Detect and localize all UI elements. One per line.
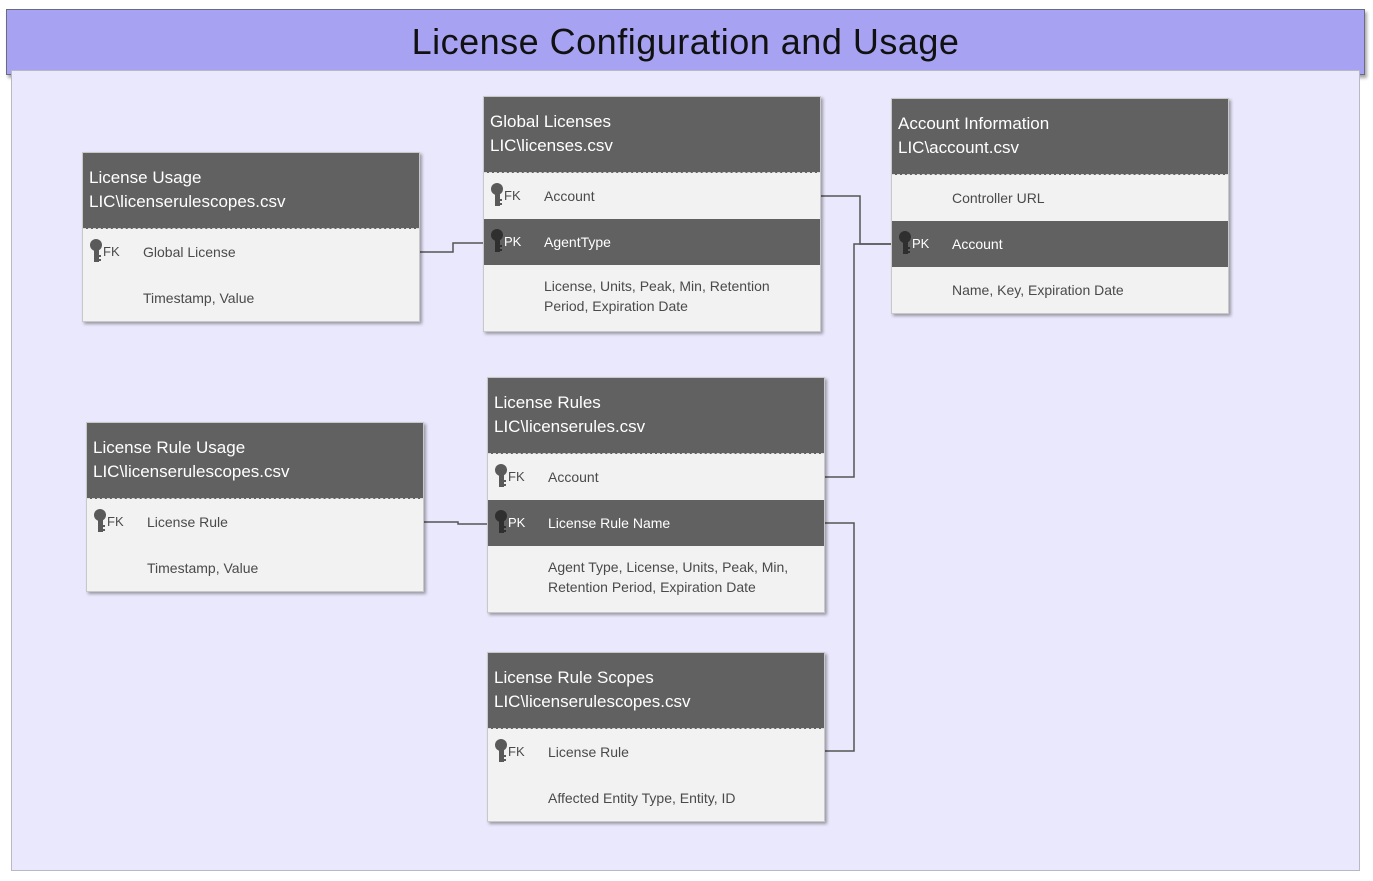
- entity-license-rule-usage[interactable]: License Rule Usage LIC\licenserulescopes…: [86, 422, 424, 592]
- field-label: License Rule: [548, 744, 629, 760]
- entity-license-usage[interactable]: License Usage LIC\licenserulescopes.csv …: [82, 152, 420, 322]
- key-icon: [495, 464, 507, 487]
- field-label: Name, Key, Expiration Date: [952, 282, 1124, 298]
- key-label: FK: [508, 469, 525, 484]
- entity-name: Global Licenses: [490, 112, 611, 131]
- entity-row-primary-key: PK Account: [892, 221, 1228, 267]
- entity-name: License Usage: [89, 168, 202, 187]
- key-label: FK: [103, 244, 120, 259]
- key-icon: [495, 510, 507, 533]
- connector-ruleusage-to-rules: [424, 521, 488, 525]
- key-icon: [491, 229, 503, 252]
- entity-row: Affected Entity Type, Entity, ID: [488, 775, 824, 821]
- connector-rules-to-account: [824, 243, 892, 478]
- entity-row-primary-key: PK AgentType: [484, 219, 820, 265]
- entity-header: License Usage LIC\licenserulescopes.csv: [83, 153, 419, 229]
- field-label: Timestamp, Value: [147, 560, 259, 576]
- entity-row: Timestamp, Value: [87, 545, 423, 591]
- key-label: PK: [912, 236, 930, 251]
- field-label: License Rule: [147, 514, 228, 530]
- key-label: FK: [504, 188, 521, 203]
- connector-scopes-to-rules: [824, 522, 855, 752]
- diagram-title-bar: License Configuration and Usage: [6, 9, 1365, 75]
- entity-name: License Rule Scopes: [494, 668, 654, 687]
- entity-row: FK Account: [488, 454, 824, 500]
- entity-file: LIC\account.csv: [898, 138, 1019, 157]
- entity-file: LIC\licenses.csv: [490, 136, 613, 155]
- field-label: Account: [544, 188, 595, 204]
- entity-file: LIC\licenserulescopes.csv: [494, 692, 691, 711]
- entity-account-information[interactable]: Account Information LIC\account.csv Cont…: [891, 98, 1229, 314]
- entity-license-rules[interactable]: License Rules LIC\licenserules.csv FK Ac…: [487, 377, 825, 613]
- entity-row: Name, Key, Expiration Date: [892, 267, 1228, 313]
- diagram-title: License Configuration and Usage: [411, 21, 960, 62]
- field-label: Timestamp, Value: [143, 290, 255, 306]
- entity-header: License Rule Usage LIC\licenserulescopes…: [87, 423, 423, 499]
- field-label: AgentType: [544, 234, 611, 250]
- entity-row: FK Account: [484, 173, 820, 219]
- entity-name: License Rule Usage: [93, 438, 246, 457]
- entity-header: Global Licenses LIC\licenses.csv: [484, 97, 820, 173]
- entity-row-primary-key: PK License Rule Name: [488, 500, 824, 546]
- key-icon: [90, 239, 102, 262]
- entity-row: FK License Rule: [488, 729, 824, 775]
- entity-name: License Rules: [494, 393, 601, 412]
- entity-row: License, Units, Peak, Min, Retention Per…: [484, 265, 820, 331]
- key-icon: [495, 739, 507, 762]
- entity-row: FK License Rule: [87, 499, 423, 545]
- entity-header: License Rules LIC\licenserules.csv: [488, 378, 824, 454]
- field-label: Account: [952, 236, 1003, 252]
- entity-global-licenses[interactable]: Global Licenses LIC\licenses.csv FK Acco…: [483, 96, 821, 332]
- entity-file: LIC\licenserulescopes.csv: [89, 192, 286, 211]
- key-label: PK: [508, 515, 526, 530]
- entity-row: Timestamp, Value: [83, 275, 419, 321]
- entity-license-rule-scopes[interactable]: License Rule Scopes LIC\licenserulescope…: [487, 652, 825, 822]
- key-label: PK: [504, 234, 522, 249]
- entity-row: FK Global License: [83, 229, 419, 275]
- key-icon: [94, 509, 106, 532]
- field-label: Controller URL: [952, 190, 1045, 206]
- entity-file: LIC\licenserules.csv: [494, 417, 646, 436]
- field-label: Account: [548, 469, 599, 485]
- entity-row: Agent Type, License, Units, Peak, Min, R…: [488, 546, 824, 612]
- field-label: License Rule Name: [548, 515, 671, 531]
- entity-header: Account Information LIC\account.csv: [892, 99, 1228, 175]
- key-icon: [491, 183, 503, 206]
- field-label: Affected Entity Type, Entity, ID: [548, 790, 736, 806]
- key-label: FK: [508, 744, 525, 759]
- connector-global-to-account: [820, 195, 892, 245]
- field-label: Agent Type, License, Units, Peak, Min, R…: [548, 559, 789, 595]
- key-label: FK: [107, 514, 124, 529]
- entity-row: Controller URL: [892, 175, 1228, 221]
- entity-header: License Rule Scopes LIC\licenserulescope…: [488, 653, 824, 729]
- field-label: License, Units, Peak, Min, Retention Per…: [544, 278, 770, 314]
- field-label: Global License: [143, 244, 236, 260]
- key-icon: [899, 231, 911, 254]
- entity-file: LIC\licenserulescopes.csv: [93, 462, 290, 481]
- entity-name: Account Information: [898, 114, 1050, 133]
- connector-usage-to-global: [420, 242, 484, 253]
